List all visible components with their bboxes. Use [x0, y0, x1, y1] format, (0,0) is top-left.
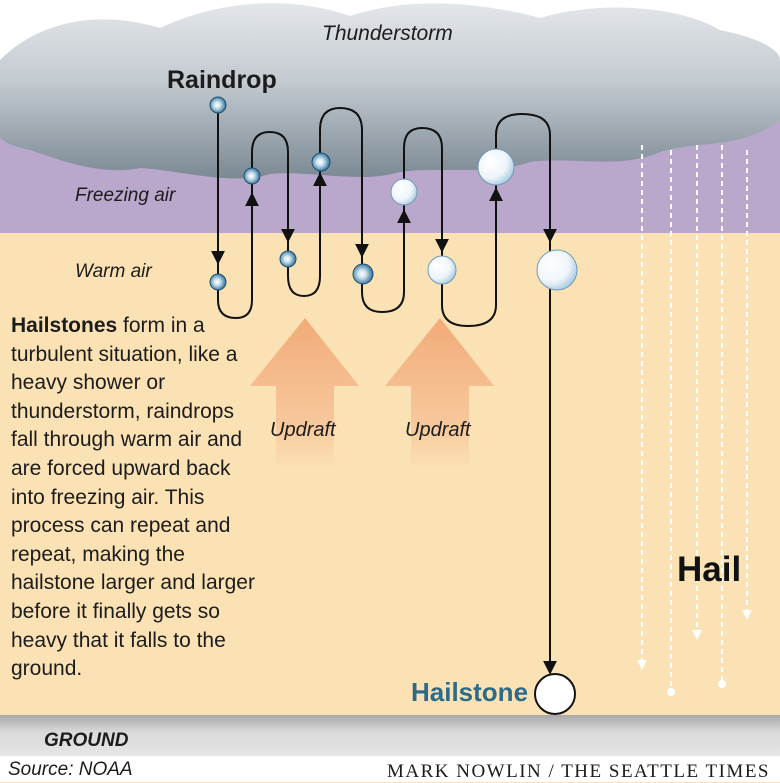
- drop-stage-3: [243, 167, 261, 185]
- updraft-arrow-left: [250, 318, 359, 470]
- credit-line: MARK NOWLIN / THE SEATTLE TIMES: [386, 761, 770, 782]
- storm-title: Thunderstorm: [322, 22, 453, 45]
- updraft-label-right: Updraft: [405, 419, 471, 441]
- hail-label: Hail: [677, 550, 742, 589]
- ground-caption-strip: [0, 756, 780, 782]
- falling-hail-heads: [637, 610, 752, 696]
- raindrop-stage-1: [209, 96, 227, 114]
- description-lead: Hailstones: [11, 314, 118, 337]
- drop-stage-4: [279, 250, 297, 268]
- falling-hail-lines: [641, 145, 748, 690]
- updraft-arrow-right: [385, 318, 494, 470]
- hailstone-path: [211, 105, 557, 675]
- drop-stage-6: [352, 263, 374, 285]
- drop-stage-2: [209, 273, 227, 291]
- hailstone-stage-4: [536, 249, 578, 291]
- freezing-air-label: Freezing air: [75, 185, 176, 206]
- hailstone-final: [534, 673, 576, 715]
- hailstone-stage-1: [390, 178, 418, 206]
- thunderstorm-cloud: [0, 3, 780, 179]
- drop-stage-5: [311, 152, 331, 172]
- hailstone-label: Hailstone: [411, 677, 529, 707]
- source-note: Source: NOAA: [8, 759, 133, 780]
- hailstone-stage-2: [427, 255, 457, 285]
- updraft-label-left: Updraft: [270, 419, 336, 441]
- raindrop-label: Raindrop: [167, 66, 277, 94]
- hailstone-stage-3: [477, 148, 515, 186]
- warm-air-band: [0, 233, 780, 715]
- ground-label: GROUND: [44, 730, 129, 751]
- description-body: form in a turbulent situation, like a he…: [11, 314, 255, 681]
- warm-air-label: Warm air: [75, 261, 152, 282]
- hailstone-description: Hailstones form in a turbulent situation…: [11, 312, 261, 684]
